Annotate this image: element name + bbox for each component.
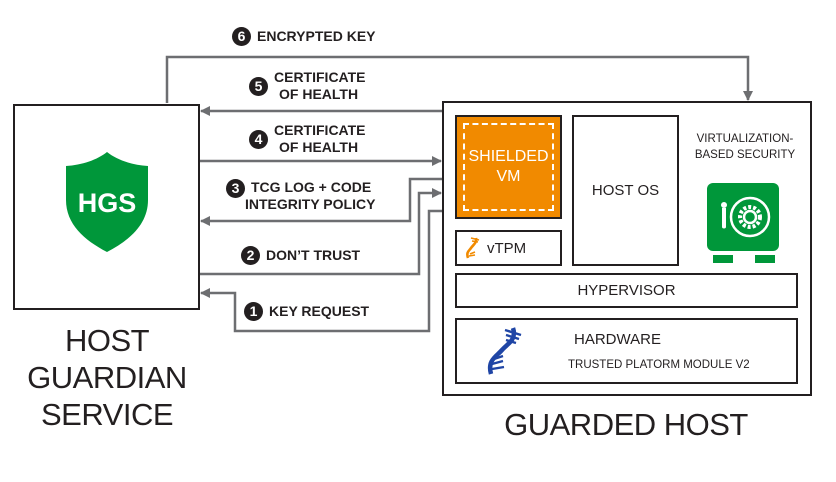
step-label: DON’T TRUST: [266, 247, 361, 263]
step-badge: 1: [244, 302, 263, 321]
vtpm-box: vTPM: [455, 230, 562, 266]
vtpm-label: vTPM: [487, 239, 527, 257]
shielded-vm-inner: SHIELDED VM: [463, 123, 554, 211]
step-4: 4 CERTIFICATE OF HEALTH: [249, 122, 366, 156]
step-label: INTEGRITY POLICY: [245, 196, 376, 212]
step-label: ENCRYPTED KEY: [257, 28, 376, 44]
hardware-label: HARDWARE: [574, 331, 661, 348]
tpm-label: TRUSTED PLATORM MODULE V2: [568, 359, 750, 371]
vbs-label-line: VIRTUALIZATION-: [696, 133, 794, 145]
hgs-title-line: SERVICE: [40, 397, 174, 432]
hgs-server-box: HGS: [13, 104, 200, 310]
step-label: OF HEALTH: [279, 86, 359, 102]
arrow-step-1: [200, 209, 443, 333]
hgs-title-line: HOST: [64, 323, 150, 358]
dna-icon: [466, 237, 480, 259]
hgs-title-line: GUARDIAN: [27, 360, 187, 395]
step-badge: 5: [249, 77, 268, 96]
step-badge: 6: [232, 27, 251, 46]
host-os-label: HOST OS: [591, 182, 660, 199]
arrow-step-3: [200, 177, 443, 226]
shielded-vm-label: SHIELDED: [468, 148, 549, 165]
hypervisor-label: HYPERVISOR: [577, 282, 676, 299]
arrow-step-2: [199, 188, 442, 276]
shielded-vm-label: VM: [496, 168, 521, 185]
step-2: 2 DON’T TRUST: [241, 246, 360, 265]
hgs-shield-icon: HGS: [66, 152, 148, 252]
step-6: 6 ENCRYPTED KEY: [232, 27, 376, 46]
dna-icon: [487, 327, 522, 375]
step-label: CERTIFICATE: [274, 122, 366, 138]
guarded-host-title: GUARDED HOST: [504, 407, 748, 442]
vbs-label: VIRTUALIZATION- BASED SECURITY: [686, 131, 804, 163]
host-os-box: HOST OS: [572, 115, 679, 266]
vbs-label-line: BASED SECURITY: [694, 149, 796, 161]
step-label: CERTIFICATE: [274, 69, 366, 85]
step-label: TCG LOG + CODE: [251, 179, 372, 195]
shielded-vm-box: SHIELDED VM: [455, 115, 562, 219]
step-label: OF HEALTH: [279, 139, 359, 155]
step-badge: 4: [249, 130, 268, 149]
arrow-step-6: [165, 55, 753, 103]
step-badge: 2: [241, 246, 260, 265]
hardware-box: HARDWARE TRUSTED PLATORM MODULE V2: [455, 318, 798, 384]
hgs-shield-label: HGS: [78, 188, 137, 218]
hypervisor-box: HYPERVISOR: [455, 273, 798, 308]
hgs-title: HOST GUARDIAN SERVICE: [0, 322, 214, 433]
step-label: KEY REQUEST: [269, 303, 370, 319]
step-3: 3 TCG LOG + CODE INTEGRITY POLICY: [226, 179, 375, 213]
step-1: 1 KEY REQUEST: [244, 302, 369, 321]
step-5: 5 CERTIFICATE OF HEALTH: [249, 69, 366, 103]
step-badge: 3: [226, 179, 245, 198]
safe-icon: [707, 183, 779, 263]
